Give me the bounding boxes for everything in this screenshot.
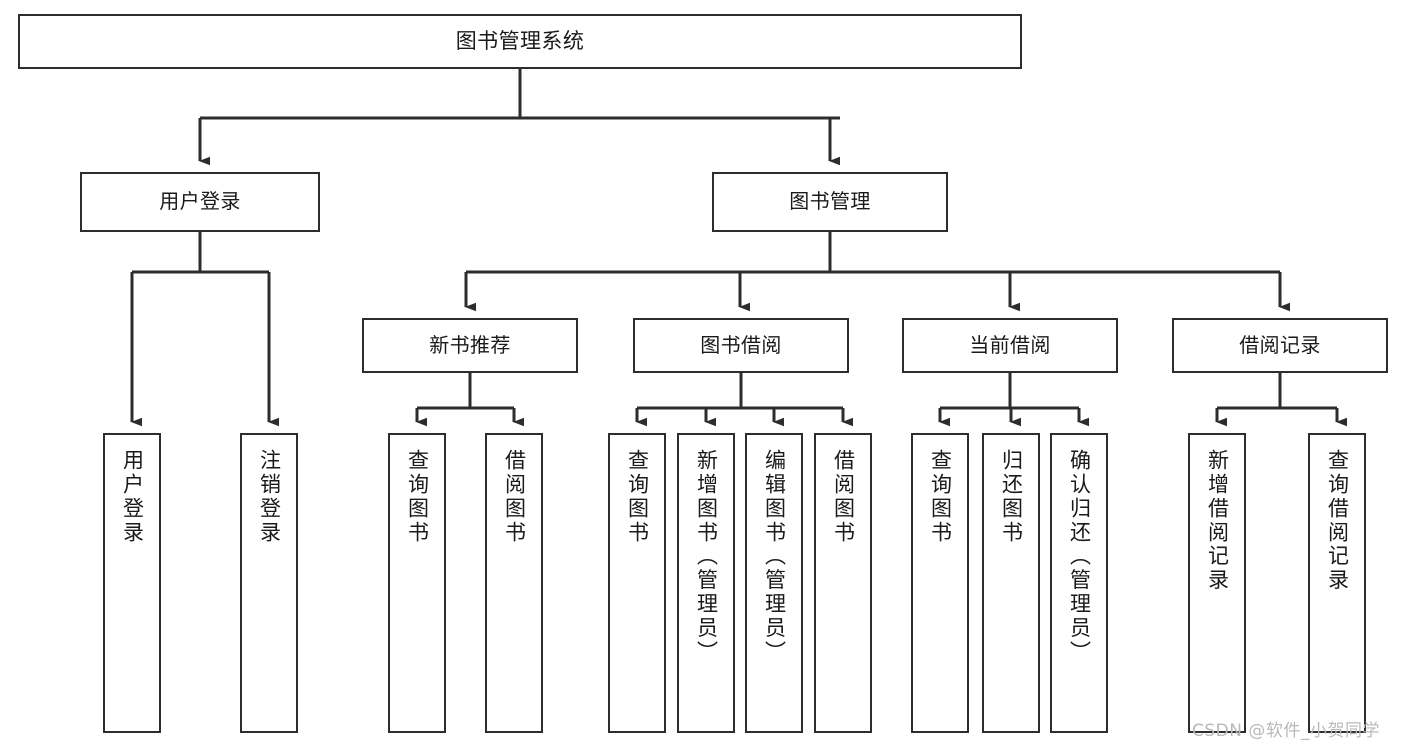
node-leaf-label: 查询图书: [928, 449, 953, 545]
node-current-borrow-label: 当前借阅: [969, 332, 1051, 357]
node-leaf-label: 注销登录: [257, 449, 282, 545]
node-borrow-record[interactable]: 借阅记录: [1172, 318, 1388, 373]
node-leaf-add-book-admin[interactable]: 新增图书（管理员）: [677, 433, 735, 733]
node-leaf-query-book-current[interactable]: 查询图书: [911, 433, 969, 733]
node-leaf-query-borrow-record[interactable]: 查询借阅记录: [1308, 433, 1366, 733]
node-root-label: 图书管理系统: [455, 29, 585, 54]
node-leaf-query-book-borrow[interactable]: 查询图书: [608, 433, 666, 733]
node-leaf-return-book[interactable]: 归还图书: [982, 433, 1040, 733]
node-leaf-label: 借阅图书: [831, 449, 856, 545]
node-leaf-label: 归还图书: [999, 449, 1024, 545]
node-book-management[interactable]: 图书管理: [712, 172, 948, 232]
node-user-login-label: 用户登录: [159, 189, 241, 214]
node-leaf-label: 借阅图书: [502, 449, 527, 545]
node-new-book-recommend-label: 新书推荐: [429, 332, 511, 357]
node-new-book-recommend[interactable]: 新书推荐: [362, 318, 578, 373]
new-book-children-connectors: [415, 373, 524, 427]
node-leaf-edit-book-admin[interactable]: 编辑图书（管理员）: [745, 433, 803, 733]
node-leaf-label: 查询借阅记录: [1325, 449, 1350, 593]
node-user-login[interactable]: 用户登录: [80, 172, 320, 232]
node-leaf-logout[interactable]: 注销登录: [240, 433, 298, 733]
node-leaf-borrow-book-recommend[interactable]: 借阅图书: [485, 433, 543, 733]
csdn-watermark: CSDN @软件_小贺同学: [1192, 721, 1381, 741]
node-leaf-query-book-recommend[interactable]: 查询图书: [388, 433, 446, 733]
node-leaf-label: 查询图书: [405, 449, 430, 545]
node-leaf-label: 查询图书: [625, 449, 650, 545]
node-leaf-user-login[interactable]: 用户登录: [103, 433, 161, 733]
node-leaf-label: 确认归还（管理员）: [1067, 449, 1092, 665]
node-book-borrow-label: 图书借阅: [700, 332, 782, 357]
current-borrow-children-connectors: [938, 373, 1089, 427]
node-current-borrow[interactable]: 当前借阅: [902, 318, 1118, 373]
root-to-level1-connectors: [198, 69, 840, 166]
node-root-system[interactable]: 图书管理系统: [18, 14, 1022, 69]
node-leaf-add-borrow-record[interactable]: 新增借阅记录: [1188, 433, 1246, 733]
node-leaf-label: 编辑图书（管理员）: [762, 449, 787, 665]
book-manage-branch-connectors: [464, 232, 1290, 312]
node-leaf-label: 新增图书（管理员）: [694, 449, 719, 665]
node-leaf-borrow-book[interactable]: 借阅图书: [814, 433, 872, 733]
borrow-record-children-connectors: [1215, 373, 1347, 427]
node-leaf-label: 用户登录: [120, 449, 145, 545]
user-login-branch-connectors: [130, 232, 279, 427]
node-book-management-label: 图书管理: [789, 189, 871, 214]
node-leaf-label: 新增借阅记录: [1205, 449, 1230, 593]
node-book-borrow[interactable]: 图书借阅: [633, 318, 849, 373]
book-borrow-children-connectors: [635, 373, 853, 427]
node-borrow-record-label: 借阅记录: [1239, 332, 1321, 357]
node-leaf-confirm-return-admin[interactable]: 确认归还（管理员）: [1050, 433, 1108, 733]
